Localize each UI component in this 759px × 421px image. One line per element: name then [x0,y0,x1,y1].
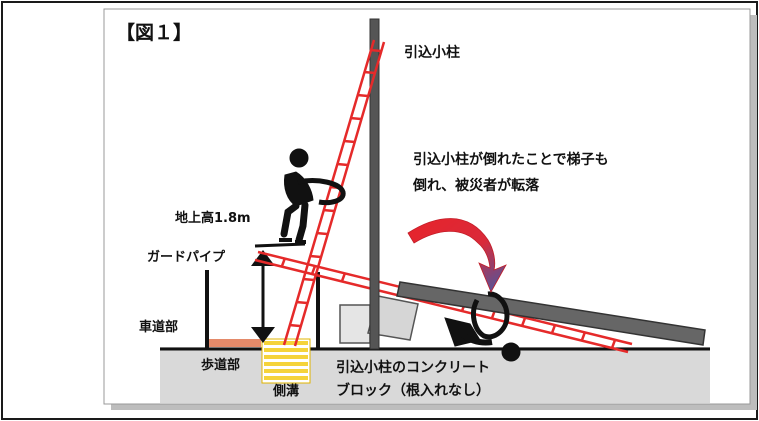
fall-direction-arrow [407,218,507,293]
label-guard-pipe: ガードパイプ [147,250,226,265]
label-concrete-block-line-1: 引込小柱のコンクリート [336,360,490,376]
sidewalk-strip [206,339,261,347]
figure-panel [103,8,751,405]
label-concrete-block-line-2: ブロック（根入れなし） [336,383,490,399]
worker-on-ladder-figure [279,148,346,244]
label-service-pole: 引込小柱 [404,45,460,61]
concrete-block-base [339,304,371,344]
ladder-step-platform [254,242,306,248]
fallen-worker-figure [444,291,521,362]
label-height: 地上高1.8m [175,211,251,226]
service-pole [369,18,380,350]
ditch [261,338,311,384]
label-sidewalk: 歩道部 [201,358,241,373]
fallen-pole [396,281,706,346]
caption-line-2: 倒れ、被災者が転落 [413,178,540,194]
caption-line-1: 引込小柱が倒れたことで梯子も [413,152,609,168]
label-roadway: 車道部 [139,320,179,335]
standing-ladder [282,39,386,347]
label-ditch: 側溝 [273,384,300,399]
figure-label: 【図１】 [116,22,193,44]
height-dimension-arrow [251,250,275,343]
ground [160,347,710,403]
